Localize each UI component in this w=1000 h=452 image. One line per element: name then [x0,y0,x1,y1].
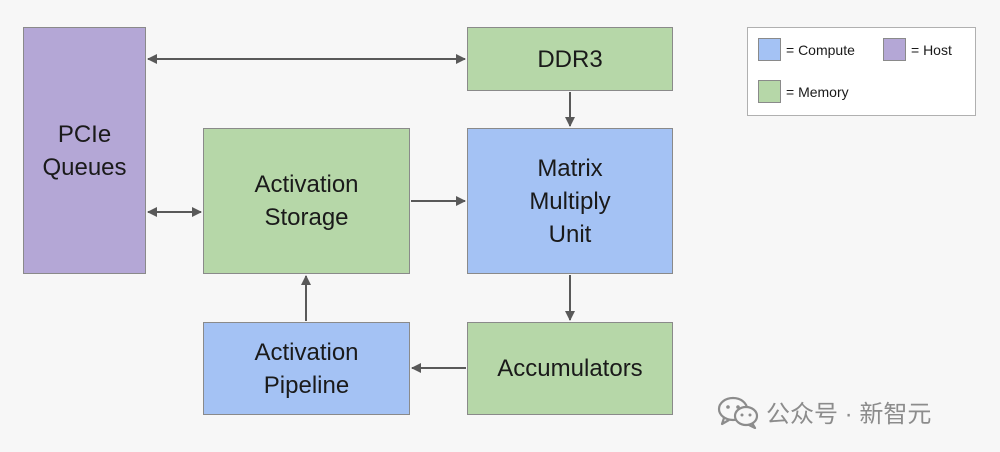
legend-item-memory: = Memory [758,80,849,103]
host-swatch [883,38,906,61]
activation-storage-block: Activation Storage [203,128,410,274]
legend: = Compute = Host = Memory [747,27,976,116]
watermark: 公众号 · 新智元 [716,394,931,429]
legend-item-compute: = Compute [758,38,855,61]
legend-item-host: = Host [883,38,952,61]
matrix-multiply-unit-block: Matrix Multiply Unit [467,128,673,274]
wechat-icon [717,396,759,429]
accumulators-block: Accumulators [467,322,673,415]
legend-host-label: = Host [911,41,952,58]
watermark-text: 公众号 · 新智元 [766,401,932,428]
activation-pipeline-block: Activation Pipeline [203,322,410,415]
ddr3-block: DDR3 [467,27,673,91]
ddr3-label: DDR3 [537,45,603,73]
pcie-queues-label: PCIe Queues [42,120,127,181]
legend-compute-label: = Compute [786,41,855,58]
matrix-multiply-unit-label: Matrix Multiply Unit [529,154,611,248]
memory-swatch [758,80,781,103]
compute-swatch [758,38,781,61]
activation-storage-label: Activation Storage [254,171,359,231]
pcie-queues-block: PCIe Queues [23,27,146,274]
legend-memory-label: = Memory [786,83,849,100]
activation-pipeline-label: Activation Pipeline [254,338,359,399]
accumulators-label: Accumulators [497,355,643,382]
